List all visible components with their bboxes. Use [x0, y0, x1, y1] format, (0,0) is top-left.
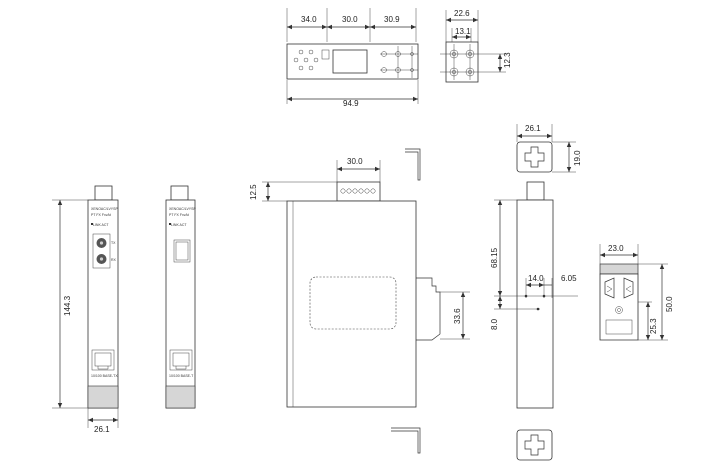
- top-panel: [332, 49, 368, 74]
- cross-icon-bottom: [524, 434, 545, 456]
- brand-label: XENOAC/LVYSP: [91, 207, 118, 211]
- dim-33-6: 33.6: [453, 308, 462, 324]
- rj45-caption: 10/100 BASE-TX: [91, 374, 118, 378]
- power-connector-sfp: [170, 185, 189, 201]
- bracket-bottom: [391, 427, 421, 454]
- rear-view: 26.1 19.0 68.15 14.0 6.05 8.0: [490, 124, 582, 461]
- rj45-port: [91, 349, 115, 371]
- rear-body: [516, 199, 554, 409]
- dim-94-9: 94.9: [343, 99, 359, 108]
- bracket-top: [405, 148, 421, 181]
- terminal-block: [336, 181, 381, 202]
- dim-23: 23.0: [608, 244, 624, 253]
- dim-6-05: 6.05: [561, 274, 577, 283]
- dim-22-6: 22.6: [454, 9, 470, 18]
- dim-13-1: 13.1: [455, 27, 471, 36]
- dim-30-side: 30.0: [347, 157, 363, 166]
- end-plate: [445, 41, 479, 83]
- rear-bottom-plate: [516, 429, 553, 461]
- side-body: [286, 200, 417, 408]
- dim-14: 14.0: [528, 274, 544, 283]
- rear-top-plate: [516, 141, 553, 173]
- din-clip-body: [599, 273, 639, 341]
- led-sub-labels: LINK ACT: [93, 223, 109, 227]
- led-labels: PT FX FxvAt: [91, 213, 111, 217]
- mount-holes: [380, 46, 418, 78]
- dim-12-5: 12.5: [249, 184, 258, 200]
- dim-12-3: 12.3: [503, 52, 512, 68]
- dim-26-1-front: 26.1: [94, 425, 110, 434]
- vent-holes: [293, 49, 319, 71]
- power-connector: [94, 185, 113, 201]
- status-window: [321, 49, 330, 60]
- led-sub-labels-sfp: LINK ACT: [171, 223, 187, 227]
- dim-26-1-rear: 26.1: [525, 124, 541, 133]
- sfp-slot: [173, 239, 191, 263]
- din-clip-side: [416, 277, 441, 341]
- tx-label: TX: [111, 241, 116, 245]
- led-labels-sfp: PT FX FxvAt: [169, 213, 189, 217]
- dim-19: 19.0: [573, 150, 582, 166]
- top-view: 34.0 30.0 30.9 94.9: [286, 8, 419, 108]
- rj45-caption-sfp: 10/100 BASE-T: [169, 374, 194, 378]
- brand-label-sfp: XENOAC/LVYSP: [169, 207, 196, 211]
- dim-144-3: 144.3: [63, 295, 72, 316]
- dim-50: 50.0: [665, 296, 674, 312]
- label-area: [309, 276, 397, 330]
- terminal-screws: [340, 188, 376, 194]
- end-plate-view: 22.6 13.1 12.3: [440, 9, 512, 83]
- rx-label: RX: [111, 258, 117, 262]
- rear-connector: [526, 181, 545, 201]
- dim-68-15: 68.15: [490, 247, 499, 268]
- cross-icon-top: [524, 146, 545, 168]
- dim-30: 30.0: [342, 15, 358, 24]
- side-view: 30.0 12.5 33.6: [249, 148, 470, 454]
- front-view-sfp: XENOAC/LVYSP PT FX FxvAt LINK ACT 10/100…: [165, 185, 196, 409]
- din-clip-top: [599, 263, 639, 275]
- dim-8: 8.0: [490, 318, 499, 330]
- front-body-sfp: [165, 199, 196, 409]
- din-clip-view: 23.0 50.0 25.3: [599, 244, 674, 341]
- dim-25-3: 25.3: [649, 318, 658, 334]
- rj45-port-sfp: [169, 349, 193, 371]
- dim-30-9: 30.9: [384, 15, 400, 24]
- front-view-fiber: XENOAC/LVYSP PT FX FxvAt LINK ACT TX RX …: [52, 185, 118, 434]
- sc-fiber-port: [92, 233, 111, 269]
- dim-34: 34.0: [301, 15, 317, 24]
